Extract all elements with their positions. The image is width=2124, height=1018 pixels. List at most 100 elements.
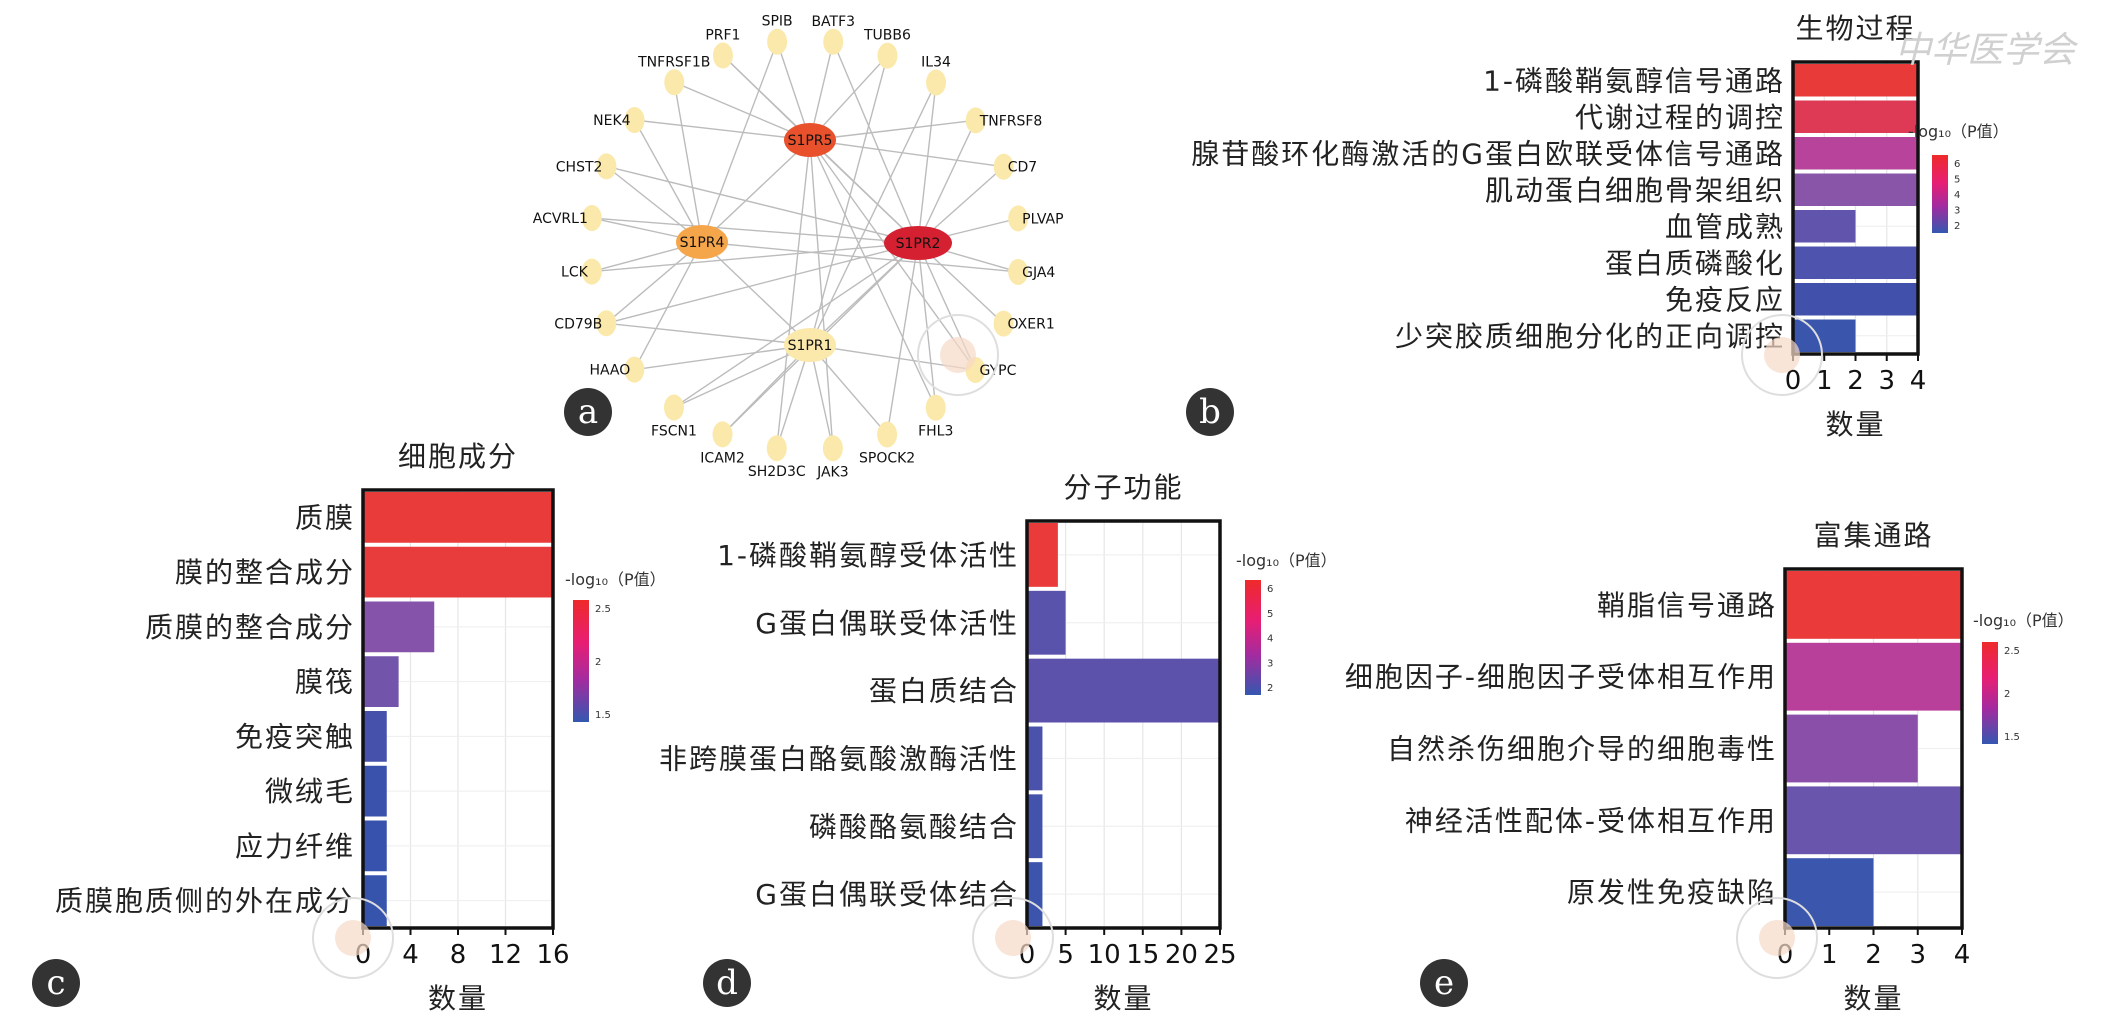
colorbar-tick-label: 6 xyxy=(1267,584,1273,595)
x-tick-label: 15 xyxy=(1126,940,1159,970)
network-edge xyxy=(606,242,919,324)
network-node-label: JAK3 xyxy=(816,464,849,480)
colorbar-tick-label: 3 xyxy=(1267,658,1273,669)
network-edge xyxy=(606,322,811,346)
bar xyxy=(1793,283,1918,316)
colorbar-tick-label: 2 xyxy=(595,657,601,668)
colorbar-tick-label: 5 xyxy=(1954,175,1960,186)
network-edge xyxy=(917,82,937,244)
watermark-seal xyxy=(917,314,999,396)
bar xyxy=(1027,862,1043,926)
network-edge xyxy=(673,81,811,141)
watermark-seal xyxy=(335,920,371,956)
network-node xyxy=(926,69,947,96)
network-node-label: IL34 xyxy=(921,54,951,70)
network-edge xyxy=(701,241,811,346)
category-label: 非跨膜蛋白酪氨酸激酶活性 xyxy=(659,742,1019,775)
network-node-label: GYPC xyxy=(979,363,1016,379)
x-axis-title: 数量 xyxy=(1843,982,1903,1015)
bar xyxy=(1793,137,1918,170)
network-node xyxy=(877,42,898,69)
network-node-label: ACVRL1 xyxy=(533,211,588,227)
x-tick-label: 25 xyxy=(1203,940,1236,970)
panel-label: a xyxy=(578,392,598,432)
network-node xyxy=(993,153,1014,180)
x-tick-label: 4 xyxy=(1954,940,1971,970)
network-node-label: PLVAP xyxy=(1022,211,1063,227)
network-edge xyxy=(917,120,977,244)
bar xyxy=(1793,319,1856,352)
network-node-label: TNFRSF8 xyxy=(979,113,1043,129)
category-label: 免疫反应 xyxy=(1665,283,1785,316)
network-node xyxy=(1008,205,1029,232)
colorbar-tick-label: 4 xyxy=(1954,190,1960,201)
panel-label: c xyxy=(46,963,65,1003)
x-axis-title: 数量 xyxy=(428,982,488,1015)
category-label: 血管成熟 xyxy=(1665,210,1785,243)
colorbar-tick-label: 5 xyxy=(1267,609,1273,620)
network-edge xyxy=(633,119,703,243)
bar xyxy=(363,601,435,653)
panel-label: e xyxy=(1434,963,1454,1003)
colorbar-title: -log₁₀（P值） xyxy=(565,570,666,589)
bar xyxy=(1793,64,1918,97)
category-label: 膜筏 xyxy=(295,666,355,699)
network-edge xyxy=(701,41,778,243)
network-node xyxy=(965,107,986,134)
bar xyxy=(1793,100,1918,133)
watermarks: 中华医学会 xyxy=(312,30,2079,979)
panel-label-badge xyxy=(1420,959,1468,1007)
x-tick-label: 4 xyxy=(1910,366,1927,396)
network-edge xyxy=(722,344,811,435)
category-label: 腺苷酸环化酶激活的G蛋白欧联受体信号通路 xyxy=(1191,137,1785,170)
bar xyxy=(363,711,387,762)
watermark-seal xyxy=(1759,920,1795,956)
category-label: G蛋白偶联受体活性 xyxy=(755,607,1019,640)
x-tick-label: 12 xyxy=(489,940,522,970)
network-edge xyxy=(809,344,888,435)
network-node-label: CHST2 xyxy=(556,159,603,175)
network-node xyxy=(624,107,645,134)
network-node-label: TUBB6 xyxy=(863,28,911,44)
network-edge xyxy=(809,139,834,449)
network-edge xyxy=(673,242,919,409)
watermark-seal xyxy=(1736,897,1818,979)
network-edge xyxy=(673,344,811,409)
x-axis-title: 数量 xyxy=(1825,408,1885,441)
network-edge xyxy=(917,242,937,408)
network-hub-label: S1PR5 xyxy=(788,133,833,149)
network-edge xyxy=(886,242,919,435)
bar xyxy=(363,492,553,543)
watermark-seal xyxy=(940,337,976,373)
network-node xyxy=(664,69,685,96)
chart-e: 鞘脂信号通路细胞因子-细胞因子受体相互作用自然杀伤细胞介导的细胞毒性神经活性配体… xyxy=(1345,519,2074,1015)
network-hub-label: S1PR1 xyxy=(788,338,833,354)
network-node xyxy=(581,205,602,232)
colorbar-title: -log₁₀（P值） xyxy=(1236,551,1337,570)
watermark-seal xyxy=(1764,337,1800,373)
colorbar-tick-label: 6 xyxy=(1954,159,1960,170)
category-label: 微绒毛 xyxy=(265,775,355,808)
category-label: G蛋白偶联受体结合 xyxy=(755,878,1019,911)
network-hub-node xyxy=(884,226,952,260)
category-label: 1-磷酸鞘氨醇信号通路 xyxy=(1483,64,1785,97)
network-node-label: HAAO xyxy=(589,363,630,379)
colorbar-tick-label: 2.5 xyxy=(595,604,611,615)
x-tick-label: 5 xyxy=(1057,940,1074,970)
network-node xyxy=(993,310,1014,337)
category-label: 质膜 xyxy=(295,501,355,534)
category-label: 磷酸酪氨酸结合 xyxy=(809,810,1019,843)
network-edge xyxy=(809,55,889,346)
network-edge xyxy=(606,165,919,244)
network-hub-label: S1PR2 xyxy=(896,236,941,252)
bar xyxy=(363,765,387,817)
panel-label: d xyxy=(716,963,738,1003)
network-node-label: SH2D3C xyxy=(748,464,806,480)
category-label: 神经活性配体-受体相互作用 xyxy=(1405,804,1777,837)
network-edge xyxy=(701,139,811,243)
panel-label-badge xyxy=(1186,388,1234,436)
